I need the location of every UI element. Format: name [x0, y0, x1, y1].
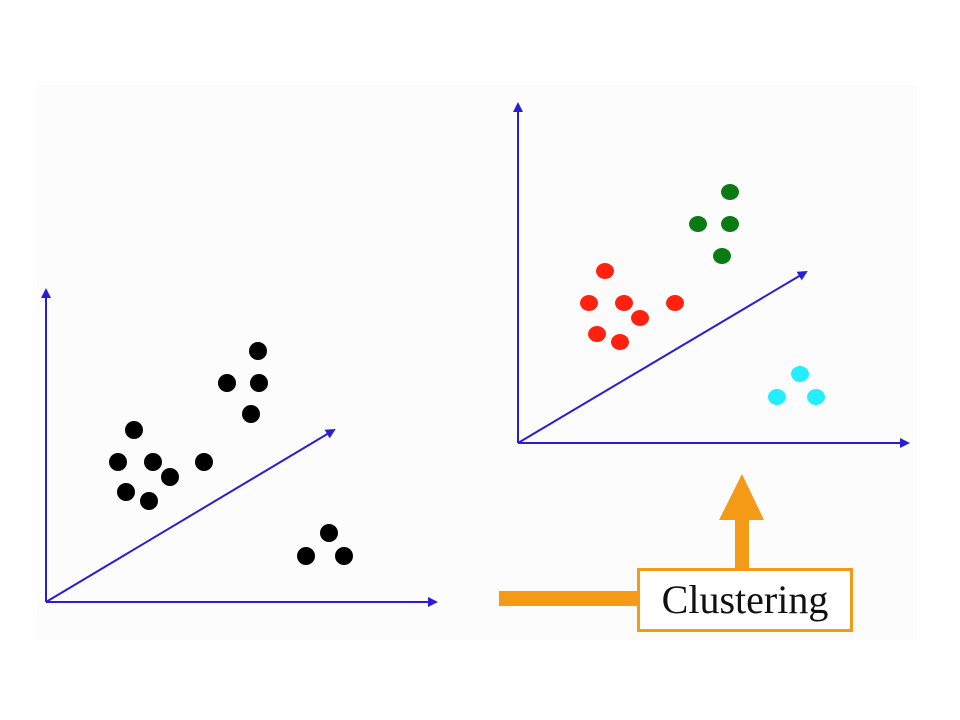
data-point — [125, 421, 143, 439]
data-point — [242, 405, 260, 423]
orange-arrow-icon — [499, 474, 764, 606]
data-point — [320, 524, 338, 542]
data-point — [721, 184, 739, 200]
data-point — [580, 295, 598, 311]
data-point — [588, 326, 606, 342]
data-point — [218, 374, 236, 392]
data-point — [807, 389, 825, 405]
data-point — [335, 547, 353, 565]
data-point — [713, 248, 731, 264]
data-point — [791, 366, 809, 382]
cluster-green — [689, 184, 739, 264]
data-point — [109, 453, 127, 471]
left-points — [109, 342, 353, 565]
data-point — [144, 453, 162, 471]
data-point — [721, 216, 739, 232]
clustering-label-box: Clustering — [637, 568, 853, 632]
data-point — [117, 483, 135, 501]
arrow-head — [719, 474, 764, 520]
data-point — [297, 547, 315, 565]
right-z-axis — [517, 270, 808, 444]
data-point — [768, 389, 786, 405]
left-axes — [41, 288, 438, 607]
right-axes — [513, 102, 910, 448]
data-point — [596, 263, 614, 279]
arrow-vertical-shaft — [735, 518, 749, 570]
cluster-red — [580, 263, 684, 350]
data-point — [631, 310, 649, 326]
cluster-cyan — [768, 366, 825, 405]
data-point — [611, 334, 629, 350]
clustering-label: Clustering — [661, 577, 829, 622]
data-point — [161, 468, 179, 486]
data-point — [666, 295, 684, 311]
data-point — [249, 342, 267, 360]
arrow-horizontal-shaft — [499, 591, 639, 606]
data-point — [195, 453, 213, 471]
data-point — [689, 216, 707, 232]
data-point — [615, 295, 633, 311]
data-point — [250, 374, 268, 392]
diagram-background — [37, 85, 917, 640]
left-z-axis — [45, 428, 336, 603]
data-point — [140, 492, 158, 510]
